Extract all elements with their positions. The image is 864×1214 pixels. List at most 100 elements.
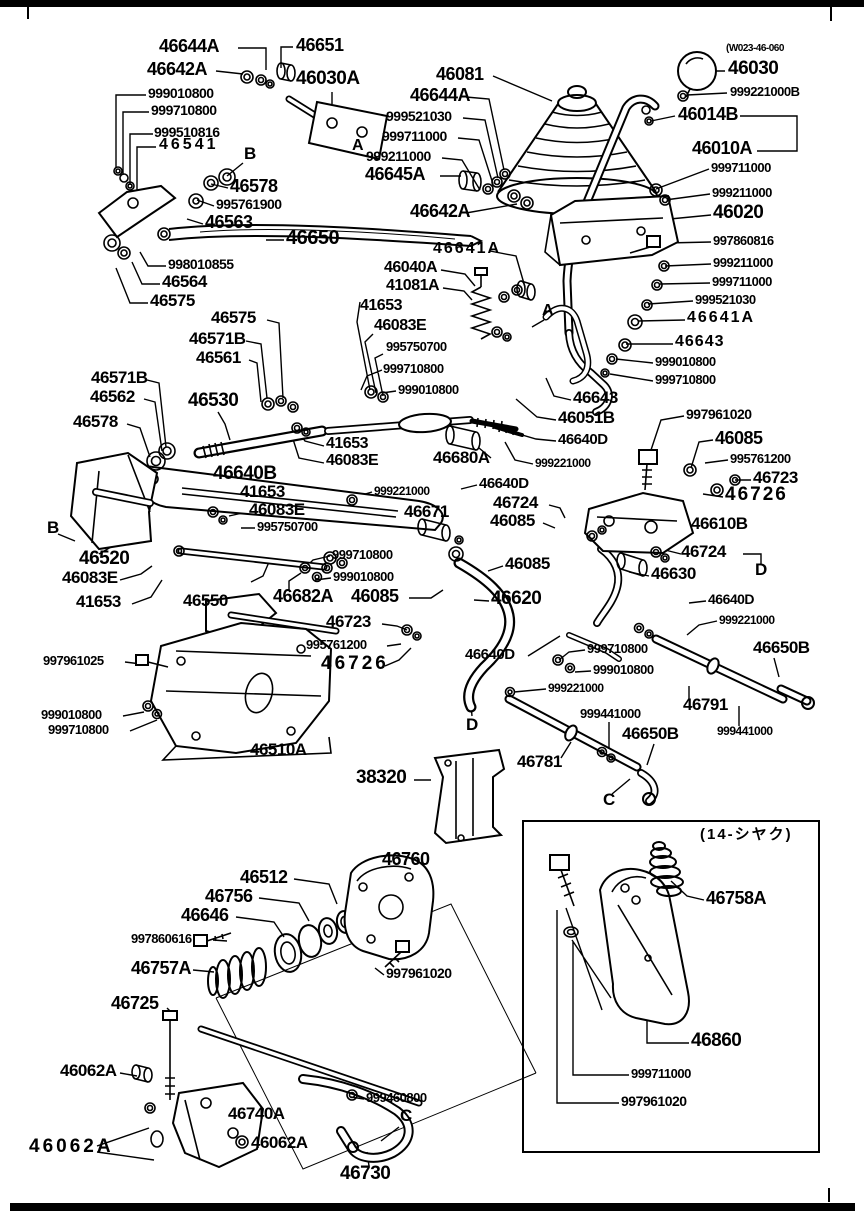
part-label: 999711000 (711, 159, 771, 175)
part-label: 46520 (79, 548, 130, 570)
part-label: 46085 (351, 585, 399, 606)
part-label: 46725 (111, 992, 159, 1013)
part-label: 995761200 (730, 450, 791, 466)
part-label: 999710800 (383, 360, 444, 376)
part-label: 46575 (211, 308, 256, 328)
part-label: 46020 (713, 202, 764, 224)
part-label: 995761900 (216, 196, 282, 213)
inset-bolt (549, 854, 575, 907)
part-label: 46730 (340, 1163, 391, 1185)
part-label: 41081A (386, 277, 440, 295)
part-label: 46578 (73, 412, 118, 432)
part-label: B (244, 144, 256, 164)
part-label: 46651 (296, 34, 344, 55)
part-label: 999711000 (382, 128, 447, 145)
part-label: 999010800 (41, 706, 102, 722)
part-label: 46083E (326, 452, 379, 470)
washer-glyphs (103, 70, 741, 1149)
part-label: 46062A (60, 1061, 117, 1081)
part-label: 46630 (651, 564, 696, 584)
part-label: 995750700 (257, 518, 318, 534)
part-label: 46561 (196, 348, 241, 368)
plate-46860 (598, 868, 690, 1026)
part-label: 46051B (558, 408, 615, 428)
part-label: 999221000 (548, 680, 604, 695)
part-label: 41653 (360, 297, 403, 315)
part-label: 999510816 (154, 124, 220, 141)
bracket-38320 (433, 748, 506, 845)
part-label: 995761200 (306, 636, 367, 652)
frame-ticks (27, 7, 832, 1202)
part-label: 46062A (29, 1136, 114, 1158)
assembly-plane-lines (215, 903, 537, 1170)
bolt-glyphs (135, 235, 661, 668)
part-label: 46562 (90, 387, 135, 407)
part-label: 997961020 (621, 1093, 687, 1110)
part-label: 999441000 (580, 705, 641, 721)
part-label: 999711000 (712, 273, 772, 289)
part-label: 46650 (286, 226, 340, 249)
part-label: 997860616 (131, 930, 192, 946)
part-label: 46640B (213, 463, 277, 485)
mount-46510A (149, 621, 333, 761)
part-label: 999221000 (535, 455, 591, 470)
part-label: 46643 (675, 333, 725, 351)
part-label: 46645A (365, 163, 426, 184)
part-label: 997860816 (713, 232, 774, 248)
part-label: C (400, 1106, 412, 1126)
spring-41081A (469, 267, 493, 340)
part-label: 46512 (240, 866, 288, 887)
part-label: 46563 (205, 211, 253, 232)
part-label: 46726 (321, 653, 389, 675)
part-label: 999221000 (374, 483, 430, 498)
part-label: 46620 (491, 588, 542, 610)
part-label: 46085 (715, 427, 763, 448)
part-label: 999221000B (730, 83, 800, 99)
part-label: 999710800 (587, 640, 648, 656)
part-label: 46062A (251, 1133, 308, 1153)
part-label: 46723 (753, 468, 798, 488)
part-label: D (755, 560, 767, 580)
clevis-bracket-46030A (307, 100, 389, 161)
part-label: 999710800 (332, 546, 393, 562)
part-label: 46640D (558, 430, 608, 448)
part-label: 999710800 (655, 371, 716, 387)
part-label: 46643 (573, 388, 618, 408)
part-label: 999460800 (366, 1089, 427, 1105)
bracket-46520 (69, 451, 159, 551)
part-label: 999221000 (719, 612, 775, 627)
part-label: 999010800 (593, 661, 654, 677)
part-label: 46085 (490, 511, 535, 531)
part-label: 46781 (517, 752, 562, 772)
bolt-46725 (162, 1010, 178, 1100)
part-label: 46083E (374, 317, 427, 335)
part-label: 46571B (189, 329, 246, 349)
part-label: 46650B (753, 638, 810, 658)
housing-46760 (343, 854, 435, 961)
boot-46758A (649, 841, 684, 897)
part-label: A (542, 302, 554, 320)
part-label: 998010855 (168, 256, 234, 273)
part-label: (14-シヤク) (700, 825, 793, 843)
part-label: 46575 (150, 291, 195, 311)
part-label: 46510A (250, 740, 307, 760)
part-label: (W023-46-060 (726, 42, 784, 54)
bolt-997961020-2 (384, 940, 410, 968)
part-label: 46530 (188, 390, 239, 412)
part-label: C (603, 790, 615, 810)
part-label: 46760 (382, 848, 430, 869)
part-label: 999010800 (655, 353, 716, 369)
part-label: 46740A (228, 1104, 285, 1124)
part-label: 999711000 (631, 1065, 691, 1081)
part-label: 999441000 (717, 723, 773, 738)
part-label: 46644A (159, 35, 220, 56)
part-label: 999010800 (148, 85, 214, 102)
inset-washer (563, 926, 579, 938)
part-label: 999010800 (333, 568, 394, 584)
part-label: 41653 (240, 482, 285, 502)
part-label: 999211000 (713, 254, 773, 270)
part-label: 997961025 (43, 652, 104, 668)
